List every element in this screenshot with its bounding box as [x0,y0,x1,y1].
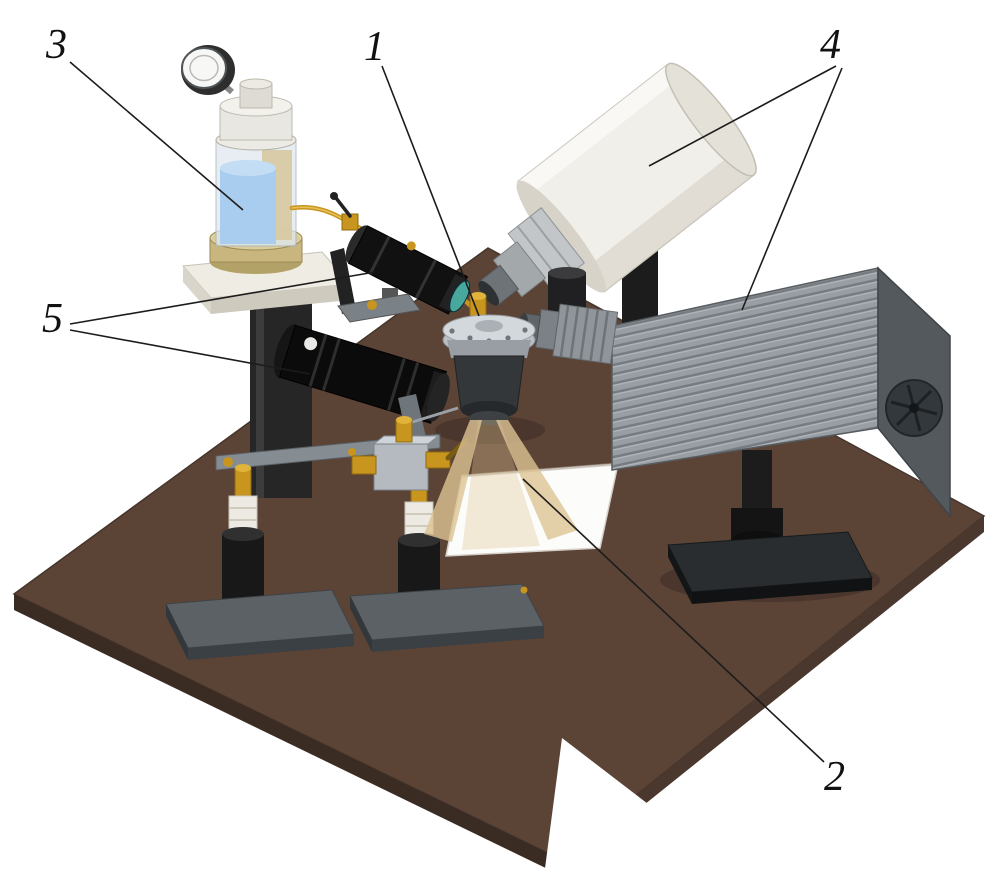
leader-line-3 [69,61,244,211]
tube-lens-glass [449,280,471,313]
light-source-cylinder [478,62,757,306]
leader-line-1 [381,65,480,317]
camera-box [611,266,951,519]
label-2: 2 [824,754,845,800]
support-post-left [222,464,264,608]
leader-line-4a [648,65,837,167]
baseplate-corner-cutout [544,738,734,876]
spray-cone [424,420,578,550]
liquid [220,168,276,244]
label-1: 1 [364,24,385,70]
lower-lens-tube [274,324,450,450]
label-4: 4 [820,22,841,68]
reservoir-cap [219,78,293,141]
leader-line-5b [69,329,311,375]
pressure-gauge-icon [181,45,235,95]
label-3: 3 [45,22,67,68]
baseplate-front-edge [14,594,558,874]
baseplate-right-edge [558,516,984,874]
cutout-hole [445,462,619,557]
label-5: 5 [42,296,63,342]
atomizer-nozzle [435,292,545,444]
valve-manifold [351,406,469,491]
tube-label-dot [304,337,318,351]
leader-line-5a [69,271,376,325]
callout-labels: 3 1 4 5 2 [42,22,845,800]
camera-stand-base [660,508,880,604]
upper-tube-mount [337,288,421,323]
cooling-fan-icon [885,379,943,437]
upper-lens-tube [330,225,471,323]
tube-valve [330,192,359,231]
leader-line-2 [522,478,825,763]
leader-line-4b [741,67,843,311]
breadboard-plate-center [349,583,545,652]
leader-lines [69,61,843,763]
upper-tube-bracket [330,248,356,314]
breadboard-plate-left [165,589,355,660]
liquid-reservoir [215,129,297,247]
